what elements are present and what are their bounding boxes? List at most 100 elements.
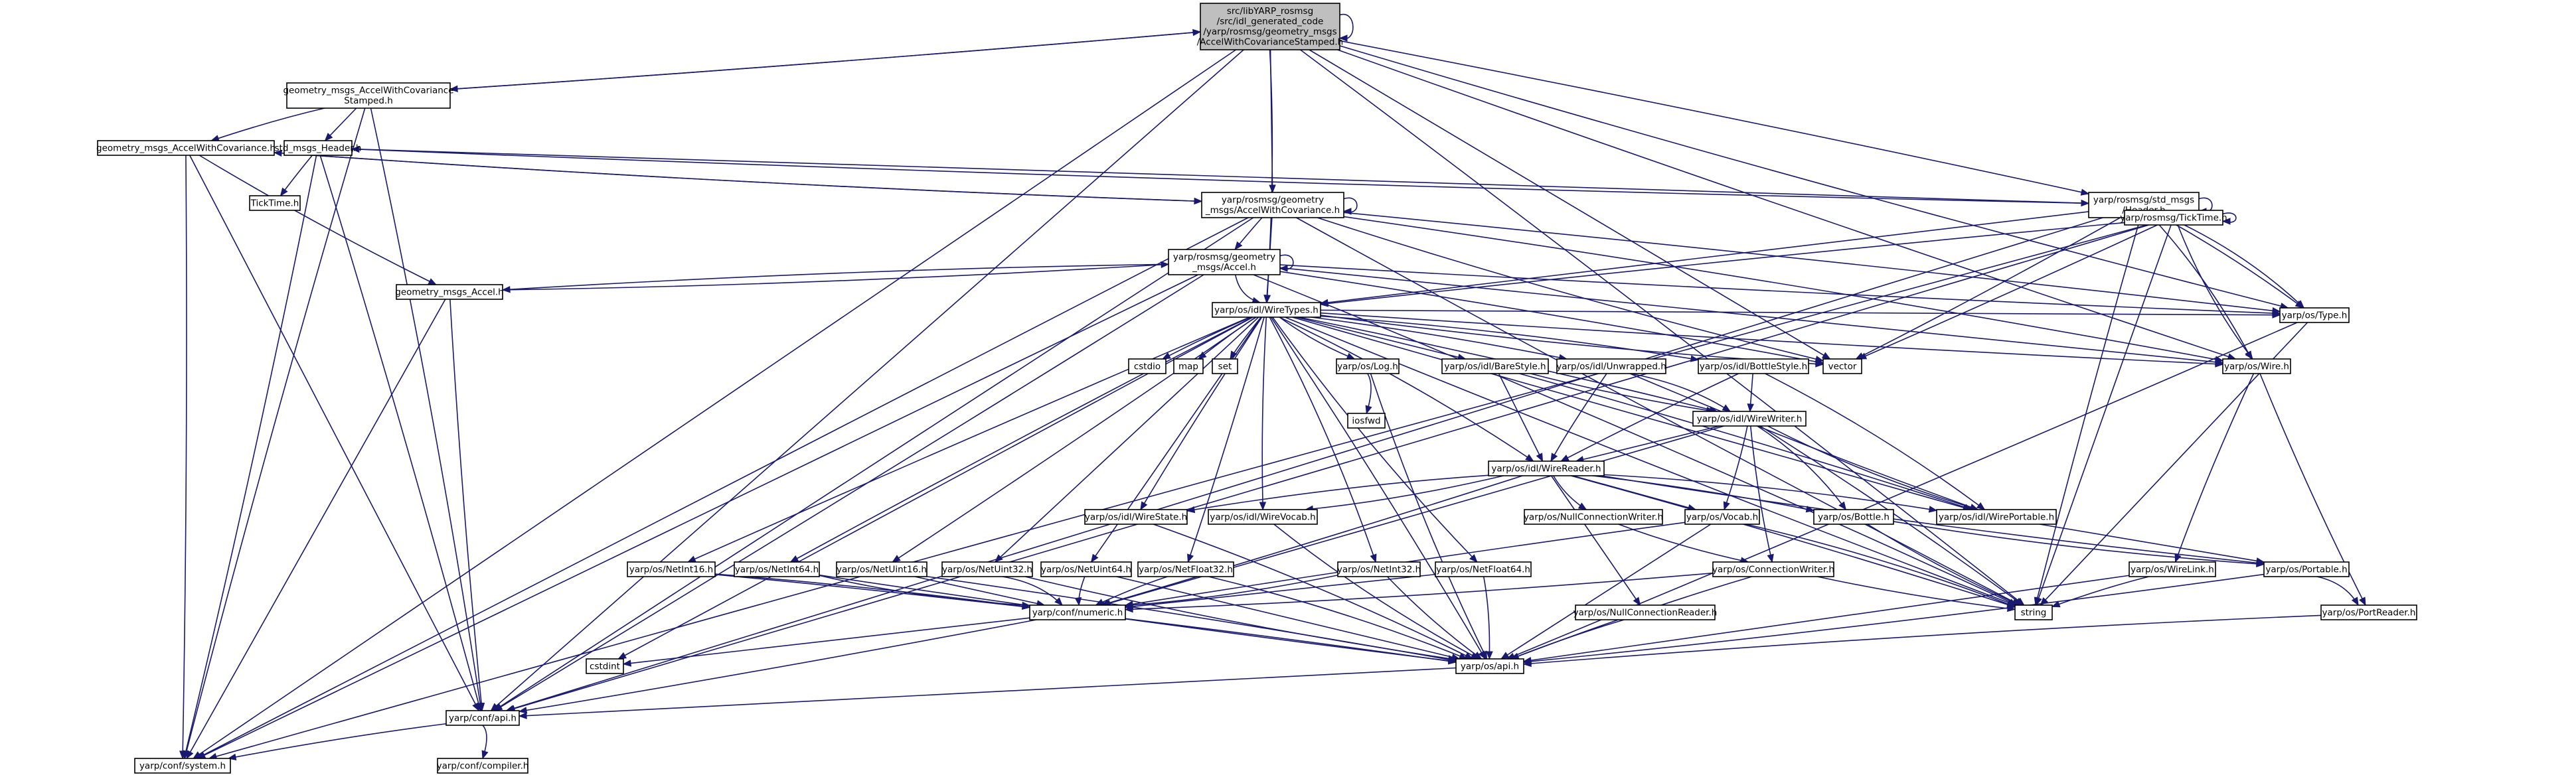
- dependency-edge: [2051, 576, 2149, 608]
- header-node-netint64[interactable]: yarp/os/NetInt64.h: [734, 561, 820, 577]
- node-box: [1692, 411, 1807, 427]
- header-node-confnumeric[interactable]: yarp/conf/numeric.h: [1029, 604, 1126, 620]
- node-box: [1441, 358, 1549, 374]
- edge-line: [1530, 373, 1714, 412]
- edge-line: [1630, 373, 1731, 412]
- edge-line: [2052, 576, 2149, 608]
- header-node-portreader[interactable]: yarp/os/PortReader.h: [2320, 604, 2417, 620]
- header-node-unwrapped[interactable]: yarp/os/idl/Unwrapped.h: [1556, 358, 1666, 374]
- header-node-portable[interactable]: yarp/os/Portable.h: [2263, 561, 2350, 577]
- edge-line: [1320, 315, 1699, 361]
- edge-arrowhead: [2255, 557, 2265, 565]
- header-node-gm-awcs[interactable]: geometry_msgs_AccelWithCovarianceStamped…: [283, 82, 454, 109]
- dependency-edge: [1757, 425, 1847, 511]
- header-node-yr-awc[interactable]: yarp/rosmsg/geometry_msgs/AccelWithCovar…: [1201, 192, 1344, 218]
- header-node-confcompiler[interactable]: yarp/conf/compiler.h: [437, 758, 529, 774]
- header-node-connwriter[interactable]: yarp/os/ConnectionWriter.h: [1712, 561, 1834, 577]
- header-node-netfloat64[interactable]: yarp/os/NetFloat64.h: [1435, 561, 1532, 577]
- header-node-root[interactable]: src/libYARP_rosmsg/src/idl_generated_cod…: [1197, 3, 1343, 50]
- edge-line: [1510, 619, 1625, 660]
- header-node-vector: vector: [1822, 358, 1862, 374]
- header-node-vocab[interactable]: yarp/os/Vocab.h: [1684, 509, 1760, 525]
- header-node-osapi[interactable]: yarp/os/api.h: [1455, 658, 1524, 674]
- edge-arrowhead: [1263, 295, 1271, 304]
- edge-line: [1498, 373, 1544, 462]
- header-node-wirestate[interactable]: yarp/os/idl/WireState.h: [1084, 509, 1188, 525]
- edge-line: [1292, 317, 1971, 510]
- header-node-oswire[interactable]: yarp/os/Wire.h: [2222, 358, 2291, 374]
- header-node-confsystem[interactable]: yarp/conf/system.h: [134, 758, 231, 774]
- header-node-yr-ticktime[interactable]: yarp/rosmsg/TickTime.h: [2120, 210, 2227, 226]
- header-node-netuint64[interactable]: yarp/os/NetUint64.h: [1040, 561, 1132, 577]
- edge-arrowhead: [1747, 403, 1754, 413]
- dependency-edge: [1387, 576, 1483, 660]
- edge-line: [2163, 217, 2304, 309]
- header-node-yr-accel[interactable]: yarp/rosmsg/geometry_msgs/Accel.h: [1168, 249, 1281, 275]
- header-node-wirewriter[interactable]: yarp/os/idl/WireWriter.h: [1692, 411, 1807, 427]
- header-node-confapi[interactable]: yarp/conf/api.h: [445, 710, 520, 726]
- header-node-gm-accel[interactable]: geometry_msgs_Accel.h: [395, 284, 504, 300]
- header-node-netuint32[interactable]: yarp/os/NetUint32.h: [941, 561, 1033, 577]
- header-node-wirevocab[interactable]: yarp/os/idl/WireVocab.h: [1208, 509, 1318, 525]
- node-label-line: geometry_msgs_AccelWithCovariance.h: [96, 143, 276, 153]
- dependency-edge: [481, 725, 489, 760]
- header-node-oslog[interactable]: yarp/os/Log.h: [1336, 358, 1400, 374]
- header-node-wiretypes[interactable]: yarp/os/idl/WireTypes.h: [1212, 302, 1321, 318]
- dependency-edge: [1749, 425, 1774, 563]
- edge-line: [1629, 373, 1978, 510]
- dependency-edge: [1234, 217, 1263, 251]
- edge-arrowhead: [1858, 352, 1868, 360]
- node-label-line: yarp/os/idl/WireVocab.h: [1210, 512, 1315, 522]
- header-node-netint16[interactable]: yarp/os/NetInt16.h: [627, 561, 716, 577]
- header-node-bottlestyle[interactable]: yarp/os/idl/BottleStyle.h: [1698, 358, 1809, 374]
- node-box: [1435, 561, 1532, 577]
- header-node-barestyle[interactable]: yarp/os/idl/BareStyle.h: [1441, 358, 1549, 374]
- dependency-edge: [1187, 317, 1265, 563]
- header-node-wireportable[interactable]: yarp/os/idl/WirePortable.h: [1936, 509, 2057, 525]
- header-node-nullconnreader[interactable]: yarp/os/NullConnectionReader.h: [1573, 604, 1718, 620]
- edge-arrowhead: [1365, 405, 1372, 415]
- edge-line: [623, 617, 1030, 665]
- edge-line: [182, 155, 187, 759]
- edge-line: [2152, 217, 2253, 360]
- node-box: [2124, 210, 2223, 226]
- header-node-std-hdr[interactable]: std_msgs_Header.h: [275, 140, 362, 156]
- header-node-netfloat32[interactable]: yarp/os/NetFloat32.h: [1137, 561, 1234, 577]
- node-box: [396, 284, 503, 300]
- edge-arrowhead: [1090, 553, 1099, 563]
- edge-line: [1603, 474, 1937, 512]
- edge-line: [1186, 474, 1489, 512]
- edge-line: [1765, 373, 1985, 510]
- header-node-ostype[interactable]: yarp/os/Type.h: [2279, 307, 2350, 323]
- node-box: [1698, 358, 1809, 374]
- edge-line: [1339, 45, 2289, 309]
- node-box: [1684, 509, 1760, 525]
- node-box: [1201, 192, 1344, 218]
- header-node-netuint16[interactable]: yarp/os/NetUint16.h: [836, 561, 927, 577]
- edge-line: [1279, 271, 1824, 364]
- header-node-netint32[interactable]: yarp/os/NetInt32.h: [1337, 561, 1421, 577]
- edge-line: [183, 155, 317, 759]
- edge-line: [1745, 524, 2016, 608]
- dependency-edge: [1186, 474, 1489, 514]
- dependency-edge: [2221, 212, 2237, 225]
- edge-line: [1317, 217, 1824, 362]
- edge-line: [1272, 317, 1478, 563]
- dependency-edge: [1279, 317, 1534, 462]
- edge-line: [1261, 317, 1267, 510]
- header-node-wirereader[interactable]: yarp/os/idl/WireReader.h: [1488, 460, 1605, 476]
- node-label-line: yarp/os/PortReader.h: [2322, 607, 2416, 618]
- node-box: [1040, 561, 1132, 577]
- edge-line: [914, 576, 1045, 606]
- header-node-bottle[interactable]: yarp/os/Bottle.h: [1813, 509, 1894, 525]
- node-label-line: yarp/os/NetUint16.h: [837, 564, 927, 575]
- header-node-wirelink[interactable]: yarp/os/WireLink.h: [2129, 561, 2216, 577]
- node-label-line: iosfwd: [1352, 415, 1380, 426]
- header-node-gm-awc[interactable]: geometry_msgs_AccelWithCovariance.h: [96, 140, 276, 156]
- node-label-line: yarp/os/NetUint32.h: [942, 564, 1032, 575]
- edge-line: [1273, 524, 1479, 660]
- edge-line: [1550, 373, 1607, 462]
- node-label-line: yarp/os/NetFloat32.h: [1139, 564, 1233, 575]
- header-node-nullconnwriter[interactable]: yarp/os/NullConnectionWriter.h: [1524, 509, 1663, 525]
- edge-line: [1867, 524, 2020, 606]
